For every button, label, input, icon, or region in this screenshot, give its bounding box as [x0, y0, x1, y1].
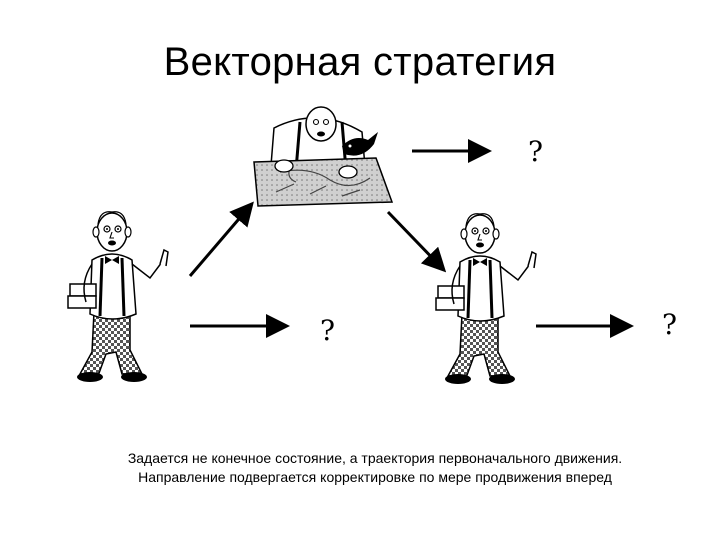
question-mark-middle: ?	[320, 314, 335, 347]
slide-caption: Задается не конечное состояние, а траект…	[40, 449, 710, 487]
slide-title: Векторная стратегия	[163, 40, 557, 84]
question-mark-top: ?	[528, 135, 543, 168]
caption-line-1: Задается не конечное состояние, а траект…	[127, 450, 623, 466]
man-with-map-illustration	[253, 106, 394, 207]
man-left-illustration	[66, 210, 170, 384]
caption-line-2: Направление подвергается корректировке п…	[138, 469, 612, 485]
man-right-illustration	[434, 212, 538, 386]
question-mark-right: ?	[662, 308, 677, 341]
arrow-left-to-top	[188, 201, 254, 277]
arrow-top-to-right	[386, 210, 447, 273]
